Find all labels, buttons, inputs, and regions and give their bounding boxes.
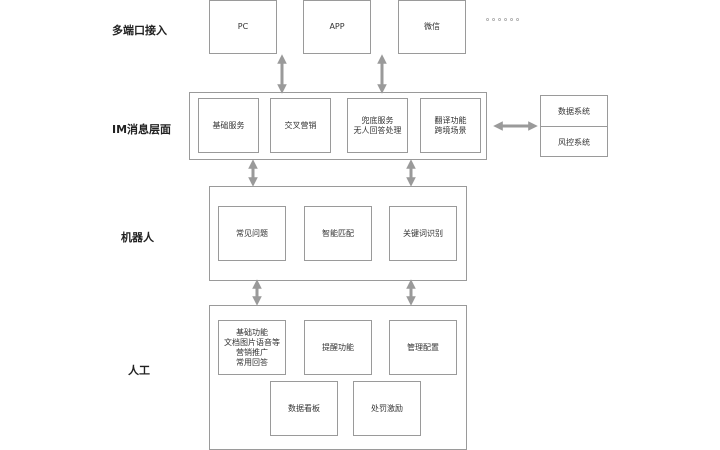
robot-box-smart-match: 智能匹配 (304, 206, 372, 261)
im-box-label: 兜底服务 无人回答处理 (353, 115, 402, 135)
human-box-label: 提醒功能 (322, 342, 354, 352)
human-box-label: 基础功能 文档图片语音等 营销推广 常用回答 (224, 327, 280, 367)
robot-box-label: 关键词识别 (403, 228, 443, 238)
robot-box-keyword: 关键词识别 (389, 206, 457, 261)
im-box-label: 交叉营销 (284, 120, 317, 130)
robot-box-label: 常见问题 (236, 228, 268, 238)
im-box-translation: 翻译功能 跨境场景 (420, 98, 481, 153)
layer-label-human: 人工 (128, 364, 150, 377)
layer-label-robot: 机器人 (121, 231, 154, 244)
human-box-label: 管理配置 (407, 342, 439, 352)
human-box-reward-punish: 处罚激励 (353, 381, 421, 436)
external-risk-system: 风控系统 (558, 137, 590, 147)
access-box-label: 微信 (424, 22, 440, 31)
im-box-cross-marketing: 交叉营销 (270, 98, 331, 153)
more-ellipsis: 。。。。。。 (486, 13, 526, 22)
access-box-pc: PC (209, 0, 277, 54)
access-box-label: APP (329, 22, 345, 31)
human-box-reminder: 提醒功能 (304, 320, 372, 375)
human-box-label: 处罚激励 (371, 403, 403, 413)
human-box-dashboard: 数据看板 (270, 381, 338, 436)
im-box-label: 基础服务 (212, 120, 245, 130)
robot-box-label: 智能匹配 (322, 228, 354, 238)
robot-box-faq: 常见问题 (218, 206, 286, 261)
human-box-label: 数据看板 (288, 403, 320, 413)
layer-label-access: 多端口接入 (112, 24, 167, 37)
access-box-label: PC (237, 22, 249, 31)
im-box-label: 翻译功能 跨境场景 (434, 115, 467, 135)
external-data-system: 数据系统 (541, 96, 607, 127)
access-box-wechat: 微信 (398, 0, 466, 54)
layer-label-im: IM消息层面 (112, 123, 172, 136)
external-systems: 数据系统 风控系统 (540, 95, 608, 157)
access-box-app: APP (303, 0, 371, 54)
human-box-management: 管理配置 (389, 320, 457, 375)
human-box-basic-functions: 基础功能 文档图片语音等 营销推广 常用回答 (218, 320, 286, 375)
im-box-fallback-service: 兜底服务 无人回答处理 (347, 98, 408, 153)
im-box-basic-service: 基础服务 (198, 98, 259, 153)
